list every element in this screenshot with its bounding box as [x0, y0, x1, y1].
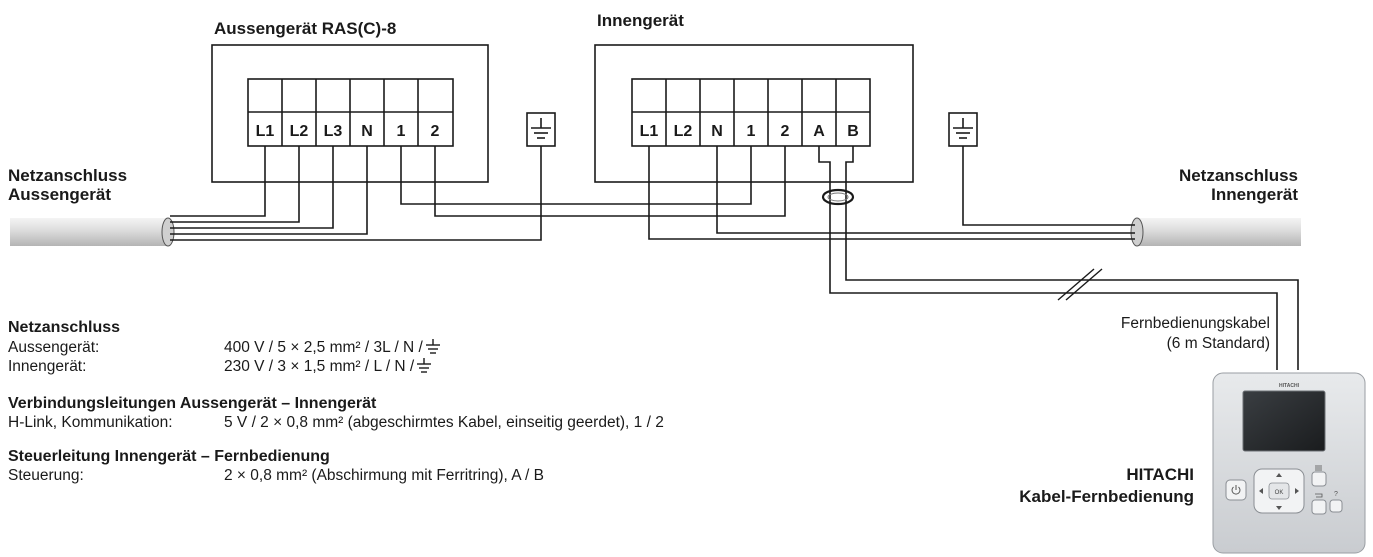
indoor-power-wires [648, 146, 1135, 240]
outdoor-unit-title: Aussengerät RAS(C)-8 [214, 19, 396, 38]
indoor-terminal-l2: L2 [674, 123, 693, 140]
link-spec-value: 5 V / 2 × 0,8 mm² (abgeschirmtes Kabel, … [224, 414, 664, 431]
remote-control-device: HITACHI OK ? [1212, 372, 1366, 554]
right-supply-cable [1130, 217, 1301, 247]
indoor-terminal-block: L1 L2 N 1 2 A B [631, 78, 871, 147]
earth-icon [425, 338, 440, 354]
remote-face-brand: HITACHI [1279, 383, 1300, 389]
remote-screen [1242, 390, 1326, 452]
back-icon [1315, 493, 1323, 498]
indoor-terminal-n: N [711, 123, 723, 140]
right-supply-label: Netzanschluss [1179, 166, 1298, 185]
control-spec-label: Steuerung: [8, 467, 84, 484]
outdoor-spec-label: Aussengerät: [8, 338, 100, 356]
control-spec-value: 2 × 0,8 mm² (Abschirmung mit Ferritring)… [224, 467, 544, 484]
power-icon [1231, 485, 1241, 495]
outdoor-terminal-l2: L2 [290, 123, 309, 140]
ferrite-ring [821, 188, 855, 206]
arrow-up-icon[interactable] [1276, 473, 1282, 477]
power-heading: Netzanschluss [8, 319, 121, 336]
indoor-unit-box [594, 44, 914, 183]
right-supply-label-sub: Innengerät [1211, 185, 1298, 204]
indoor-unit-title: Innengerät [597, 11, 684, 30]
left-supply-cable [10, 217, 175, 247]
specs-block: Netzanschluss Aussengerät: 400 V / 5 × 2… [8, 318, 664, 486]
spec-row-link: H-Link, Kommunikation: 5 V / 2 × 0,8 mm²… [8, 413, 664, 433]
outdoor-terminal-l3: L3 [324, 123, 343, 140]
link-heading: Verbindungsleitungen Aussengerät – Innen… [8, 394, 377, 412]
left-supply-label: Netzanschluss [8, 166, 127, 185]
remote-name-label: Kabel-Fernbedienung [1019, 487, 1194, 506]
outdoor-earth-icon [526, 112, 556, 147]
remote-control-wires [818, 146, 1299, 370]
control-heading: Steuerleitung Innengerät – Fernbedienung [8, 447, 330, 465]
indoor-terminal-2: 2 [781, 123, 790, 140]
left-supply-label-sub: Aussengerät [8, 185, 111, 204]
help-icon: ? [1334, 491, 1338, 498]
remote-brand-label: HITACHI [1126, 465, 1194, 484]
earth-icon [417, 358, 432, 373]
arrow-down-icon[interactable] [1276, 506, 1282, 510]
indoor-spec-label: Innengerät: [8, 358, 87, 375]
menu-button[interactable] [1311, 471, 1327, 487]
spec-row-indoor: Innengerät: 230 V / 3 × 1,5 mm² / L / N … [8, 357, 664, 377]
outdoor-unit-box [211, 44, 489, 183]
arrow-left-icon[interactable] [1259, 488, 1263, 494]
indoor-terminal-a: A [813, 123, 825, 140]
menu-icon [1315, 465, 1322, 471]
ok-label: OK [1275, 490, 1284, 496]
remote-cable-label-sub: (6 m Standard) [1167, 335, 1270, 352]
outdoor-terminal-l1: L1 [256, 123, 275, 140]
help-button[interactable] [1329, 499, 1343, 513]
outdoor-terminal-2: 2 [431, 123, 440, 140]
outdoor-terminal-1: 1 [397, 123, 406, 140]
outdoor-spec-value: 400 V / 5 × 2,5 mm² / 3L / N / [224, 338, 423, 356]
outdoor-terminal-block: L1 L2 L3 N 1 2 [247, 78, 454, 147]
back-button[interactable] [1311, 499, 1327, 515]
indoor-terminal-b: B [847, 123, 859, 140]
hlink-wires [400, 146, 786, 217]
arrow-right-icon[interactable] [1295, 488, 1299, 494]
spec-row-control: Steuerung: 2 × 0,8 mm² (Abschirmung mit … [8, 466, 664, 486]
indoor-terminal-l1: L1 [640, 123, 659, 140]
indoor-earth-icon [948, 112, 978, 147]
ok-button[interactable] [1268, 482, 1290, 500]
spec-row-outdoor: Aussengerät: 400 V / 5 × 2,5 mm² / 3L / … [8, 338, 664, 358]
indoor-terminal-1: 1 [747, 123, 756, 140]
outdoor-power-wires [170, 146, 542, 241]
indoor-spec-value: 230 V / 3 × 1,5 mm² / L / N / [224, 358, 415, 375]
remote-cable-label: Fernbedienungskabel [1121, 315, 1270, 332]
outdoor-terminal-n: N [361, 123, 373, 140]
link-spec-label: H-Link, Kommunikation: [8, 414, 173, 431]
